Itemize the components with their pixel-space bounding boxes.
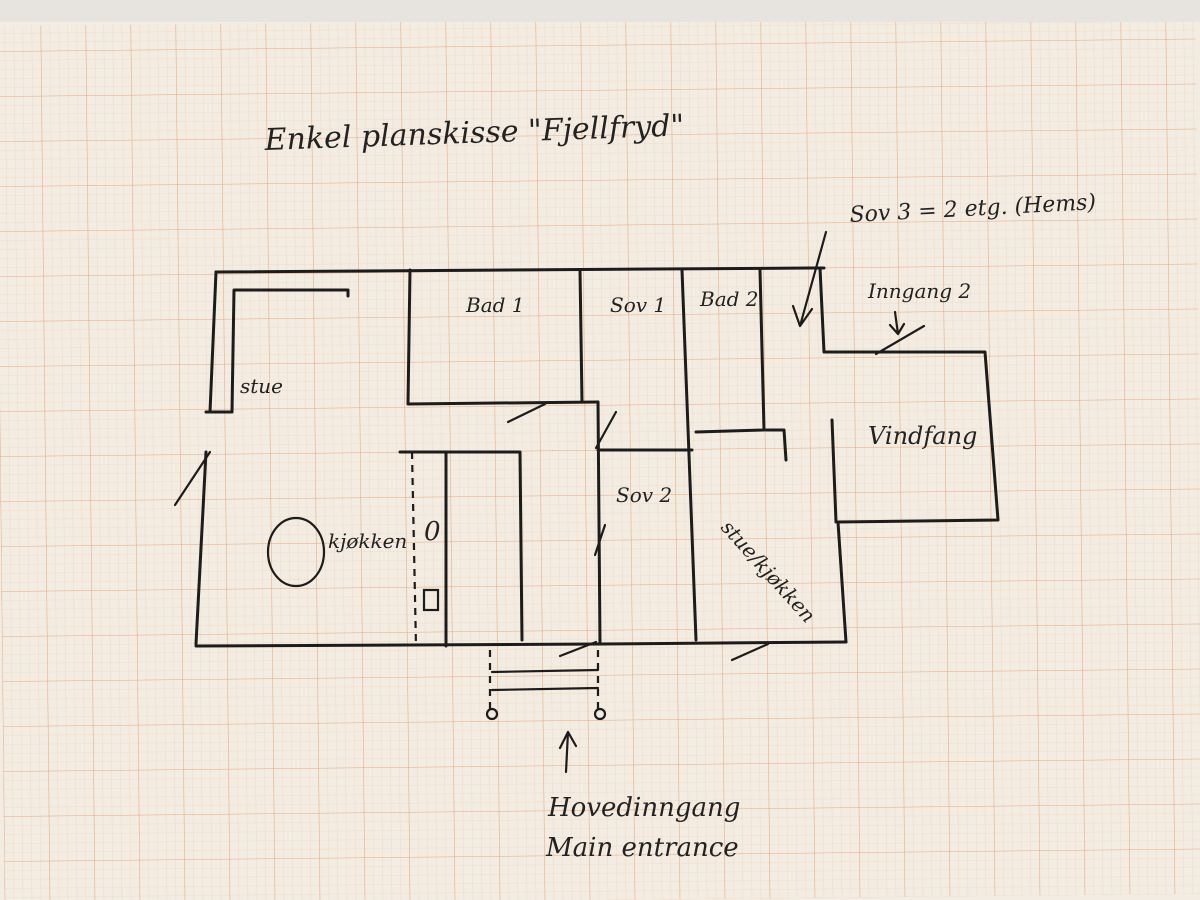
kitchen-table-circle bbox=[266, 516, 326, 588]
door-swings bbox=[173, 310, 926, 662]
entrance-label-en: Main entrance bbox=[545, 833, 739, 863]
graph-grid bbox=[0, 13, 1200, 900]
room-label-kjokken: kjøkken bbox=[328, 529, 407, 553]
room-label-sov2: Sov 2 bbox=[616, 483, 672, 507]
room-label-stue: stue bbox=[240, 374, 283, 398]
room-label-bad1: Bad 1 bbox=[465, 293, 525, 317]
bad1-walls bbox=[406, 268, 600, 406]
sov3-arrow bbox=[791, 230, 828, 328]
room-label-vindfang: Vindfang bbox=[868, 422, 977, 450]
sink-symbol bbox=[422, 588, 440, 612]
entrance-arrow bbox=[558, 730, 578, 774]
stue-inner-wall bbox=[204, 288, 350, 414]
bad2-walls bbox=[694, 268, 788, 462]
kitchen-counter bbox=[410, 451, 418, 647]
center-wall bbox=[680, 268, 698, 642]
vindfang-wall bbox=[830, 418, 838, 524]
entrance-label-no: Hovedinngang bbox=[547, 793, 740, 823]
room-label-inngang2: Inngang 2 bbox=[867, 279, 971, 303]
stove-symbol: 0 bbox=[424, 517, 441, 547]
room-label-bad2: Bad 2 bbox=[699, 287, 759, 311]
room-label-sov1: Sov 1 bbox=[610, 293, 666, 317]
paper-top-edge bbox=[0, 0, 1200, 22]
entrance-steps bbox=[485, 650, 607, 721]
hall-wall-left bbox=[398, 450, 524, 648]
